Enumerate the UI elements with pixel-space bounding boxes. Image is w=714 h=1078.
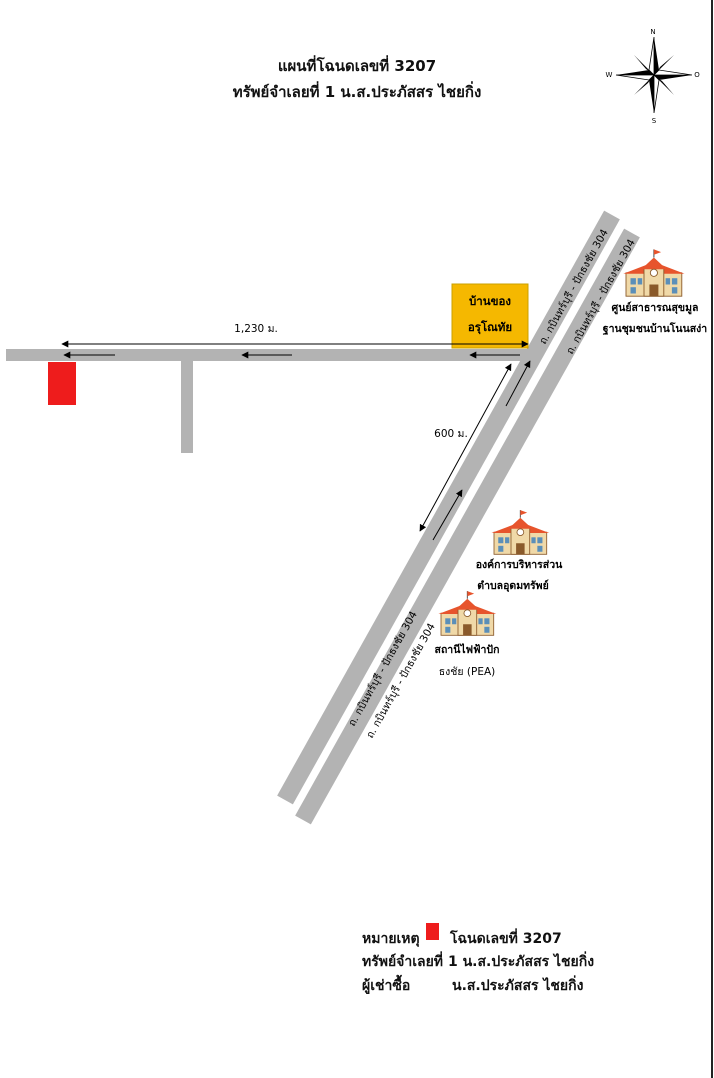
house-arunothai: บ้านของ อรุโณทัย	[451, 283, 529, 349]
health-center-label-line1: ศูนย์สาธารณสุขมูล	[612, 301, 699, 315]
distance-label-horizontal: 1,230 ม.	[234, 323, 278, 335]
compass-north: N	[650, 28, 655, 36]
plot-3207-marker	[48, 362, 76, 405]
pea-station: สถานีไฟฟ้าปัก ธงชัย (PEA)	[435, 590, 500, 678]
legend-plot-label: โฉนดเลขที่ 3207	[450, 931, 562, 947]
measurements: 1,230 ม. 600 ม.	[61, 323, 531, 541]
house-label-line2: อรุโณทัย	[468, 319, 512, 335]
roads	[6, 210, 640, 825]
tao-office: องค์การบริหารส่วน ตำบลอุดมทรัพย์	[476, 509, 563, 593]
map-subtitle: ทรัพย์จำเลยที่ 1 น.ส.ประภัสสร ไชยกิ่ง	[232, 83, 482, 101]
legend-lessee-label: ผู้เช่าซื้อ	[362, 978, 411, 994]
house-label-line1: บ้านของ	[469, 294, 511, 308]
legend-lessee-value: น.ส.ประภัสสร ไชยกิ่ง	[452, 978, 584, 994]
pea-label-line2: ธงชัย (PEA)	[439, 666, 496, 678]
map-title: แผนที่โฉนดเลขที่ 3207	[277, 57, 437, 75]
legend-asset-value: 1 น.ส.ประภัสสร ไชยกิ่ง	[448, 954, 595, 970]
compass-rose-icon: N S W O	[606, 28, 701, 125]
compass-east: O	[694, 71, 700, 79]
direction-arrow-ne-2	[432, 489, 463, 541]
school-building-icon	[490, 509, 550, 555]
health-center: ศูนย์สาธารณสุขมูล ฐานชุมชนบ้านโนนสง่า	[603, 248, 707, 336]
compass-south: S	[652, 117, 657, 125]
compass-west: W	[606, 71, 613, 79]
house-box	[451, 283, 529, 349]
side-road	[181, 361, 193, 453]
school-building-icon	[622, 248, 686, 297]
distance-line-diagonal	[419, 363, 512, 532]
legend-heading: หมายเหตุ	[362, 931, 420, 947]
distance-label-diagonal: 600 ม.	[434, 428, 468, 440]
school-building-icon	[437, 590, 497, 636]
pea-label-line1: สถานีไฟฟ้าปัก	[435, 643, 500, 656]
legend-asset-label: ทรัพย์จำเลยที่	[362, 954, 444, 970]
legend: หมายเหตุ โฉนดเลขที่ 3207 ทรัพย์จำเลยที่ …	[362, 923, 602, 1008]
direction-arrow-ne	[505, 360, 531, 407]
page-border	[711, 0, 713, 1078]
tao-label-line2: ตำบลอุดมทรัพย์	[477, 579, 549, 593]
legend-plot-swatch	[426, 923, 439, 940]
health-center-label-line2: ฐานชุมชนบ้านโนนสง่า	[603, 322, 707, 336]
tao-label-line1: องค์การบริหารส่วน	[476, 558, 563, 571]
